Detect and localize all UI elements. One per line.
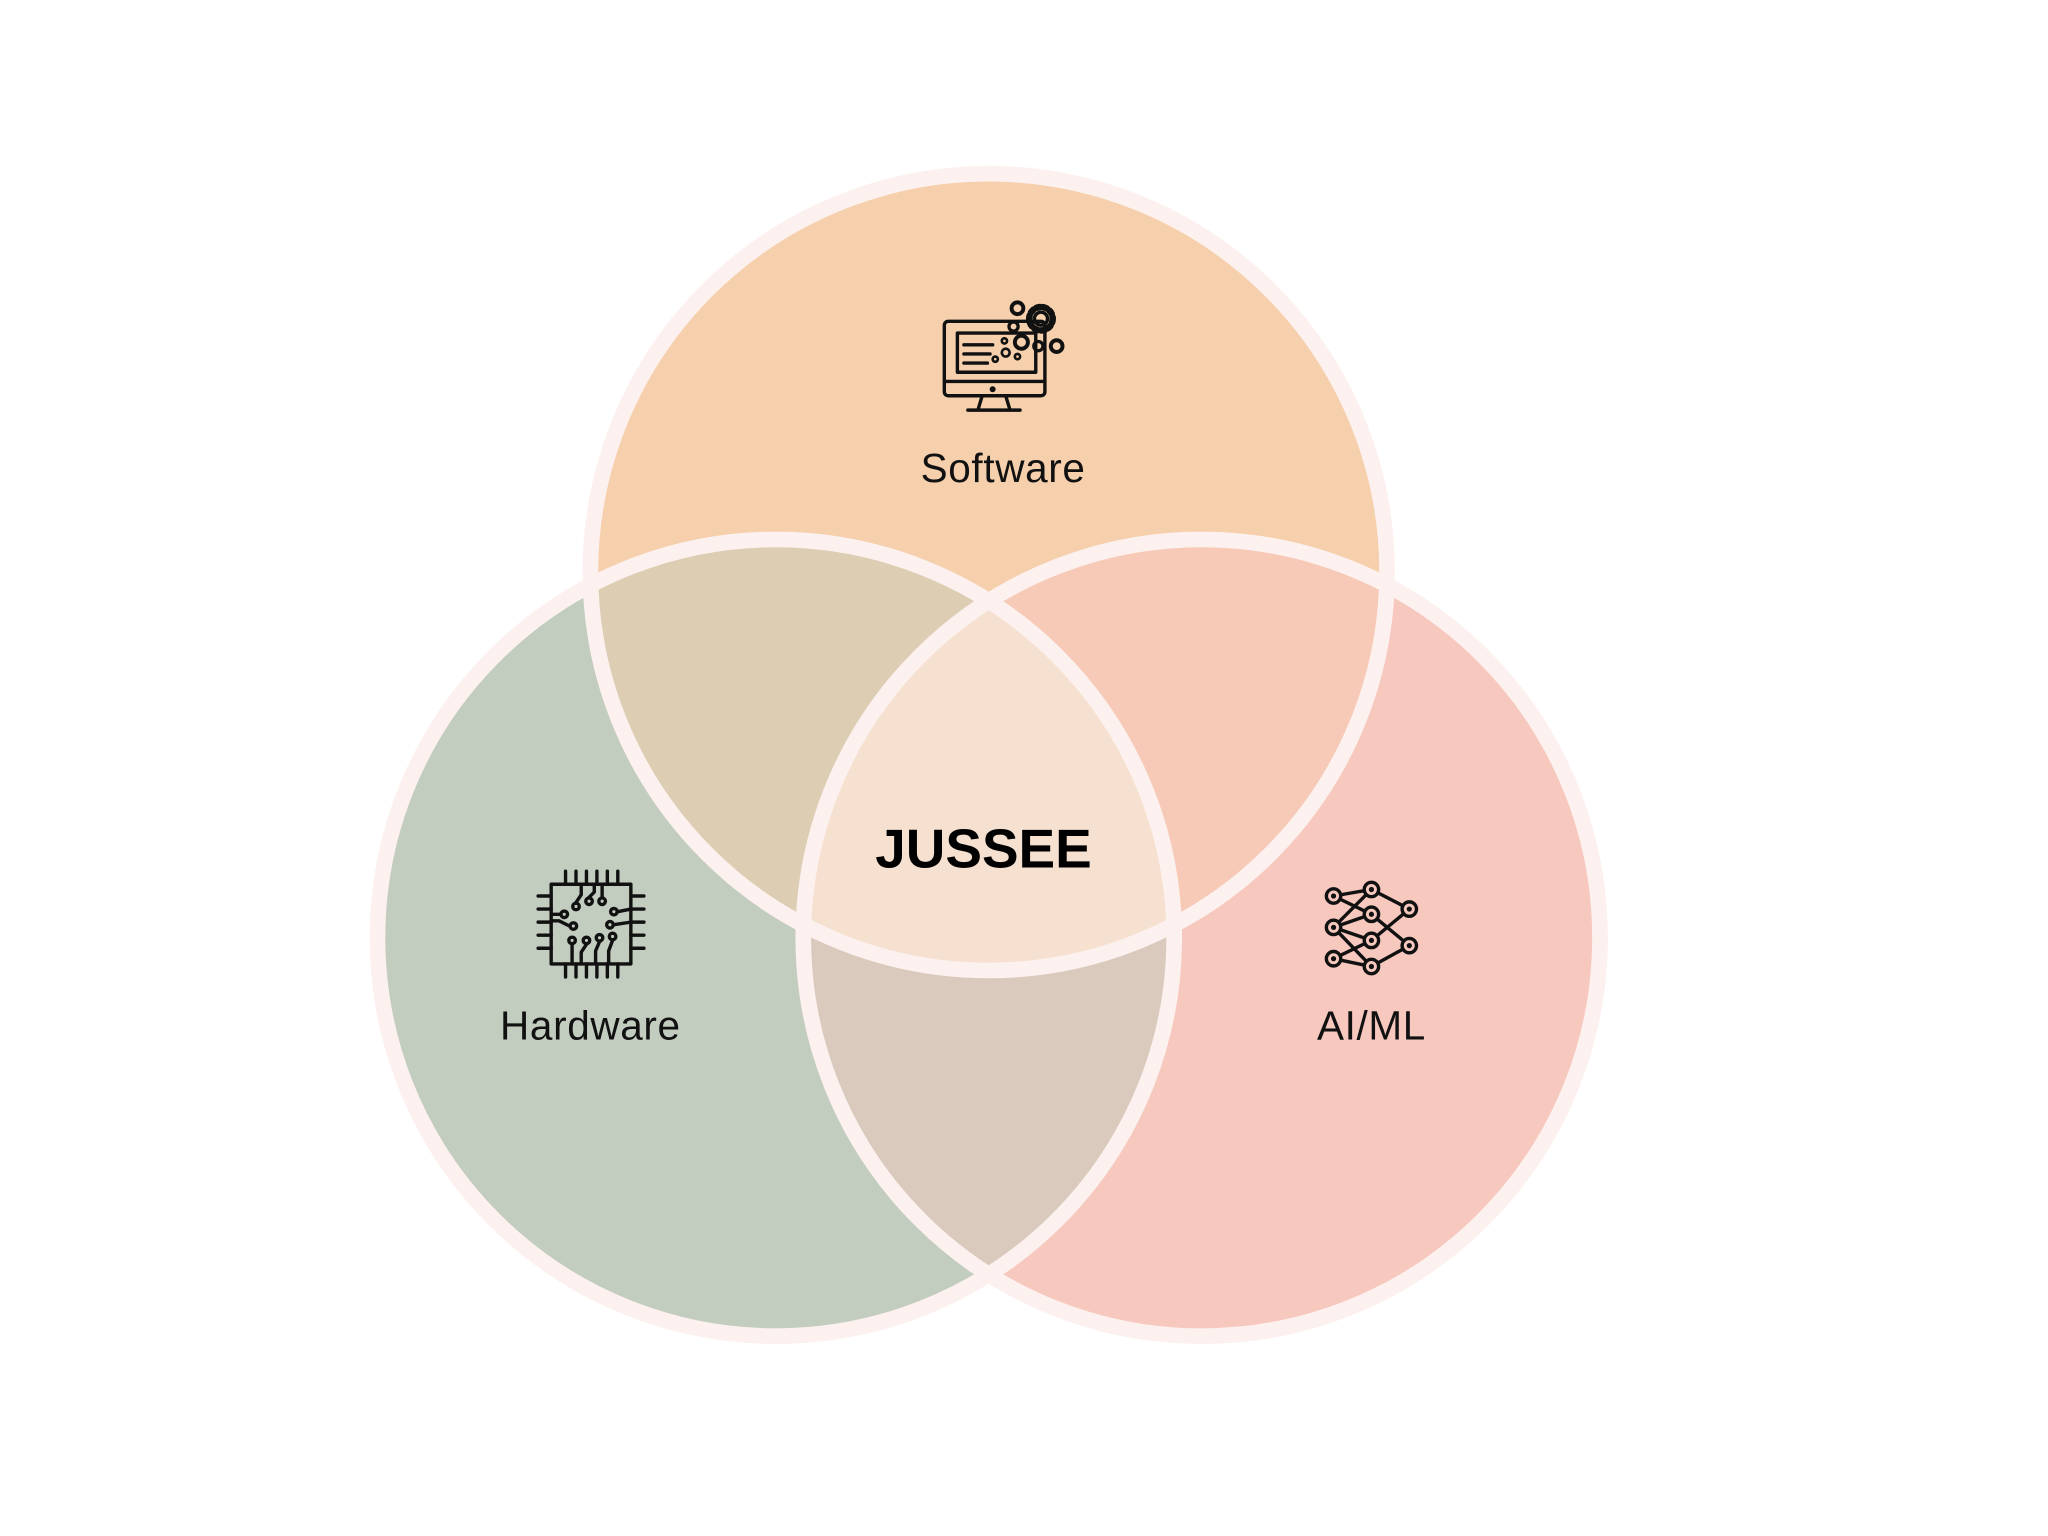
hardware-label: Hardware	[500, 1003, 681, 1049]
circle-outlines	[369, 165, 1608, 1344]
center-overlap	[803, 539, 1175, 971]
center-label: JUSSEE	[875, 817, 1091, 879]
neural-network-icon	[1324, 880, 1419, 976]
software-label: Software	[921, 445, 1086, 491]
chip-icon	[536, 869, 646, 979]
aiml-label: AI/ML	[1317, 1003, 1426, 1049]
computer-gears-icon	[942, 300, 1065, 412]
